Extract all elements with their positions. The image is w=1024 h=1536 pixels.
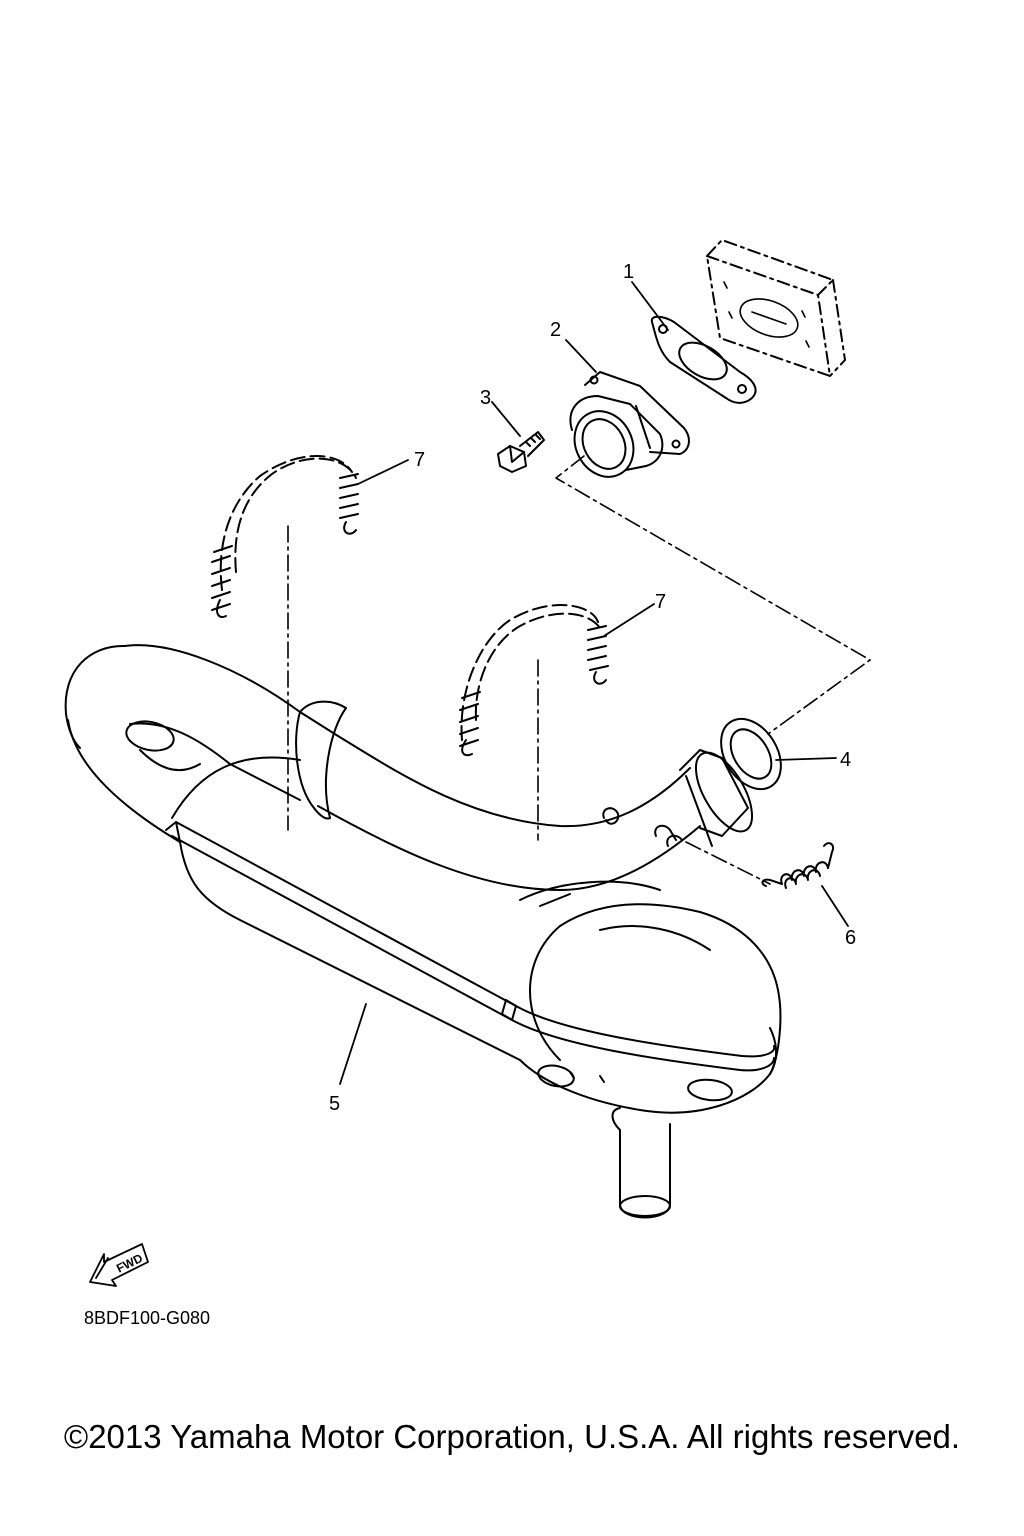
copyright-notice: ©2013 Yamaha Motor Corporation, U.S.A. A… — [63, 1418, 961, 1455]
cylinder-port — [723, 281, 810, 348]
callout-4: 4 — [840, 749, 851, 771]
flange-bolt — [497, 431, 545, 473]
joint-spring — [761, 842, 834, 889]
leader-lines — [339, 281, 849, 1085]
lower-muffler-spring — [459, 604, 609, 757]
cylinder-block — [706, 239, 846, 377]
exhaust-gasket — [650, 315, 757, 404]
upper-muffler-spring — [211, 455, 359, 618]
callout-2: 2 — [550, 319, 561, 341]
diagram-code: 8BDF100-G080 — [84, 1308, 211, 1328]
callout-1: 1 — [623, 261, 634, 283]
callout-5: 5 — [329, 1093, 340, 1115]
joint-ring-gasket — [720, 717, 782, 791]
exhaust-pipe-muffler — [64, 644, 782, 1219]
callout-3: 3 — [480, 387, 491, 409]
exhaust-flange-joint — [569, 371, 690, 478]
callout-6: 6 — [845, 927, 856, 949]
forward-arrow-icon — [89, 1243, 149, 1287]
assembly-guide-lines — [287, 455, 871, 885]
callout-7-lower: 7 — [655, 591, 666, 613]
callout-7-upper: 7 — [414, 449, 425, 471]
